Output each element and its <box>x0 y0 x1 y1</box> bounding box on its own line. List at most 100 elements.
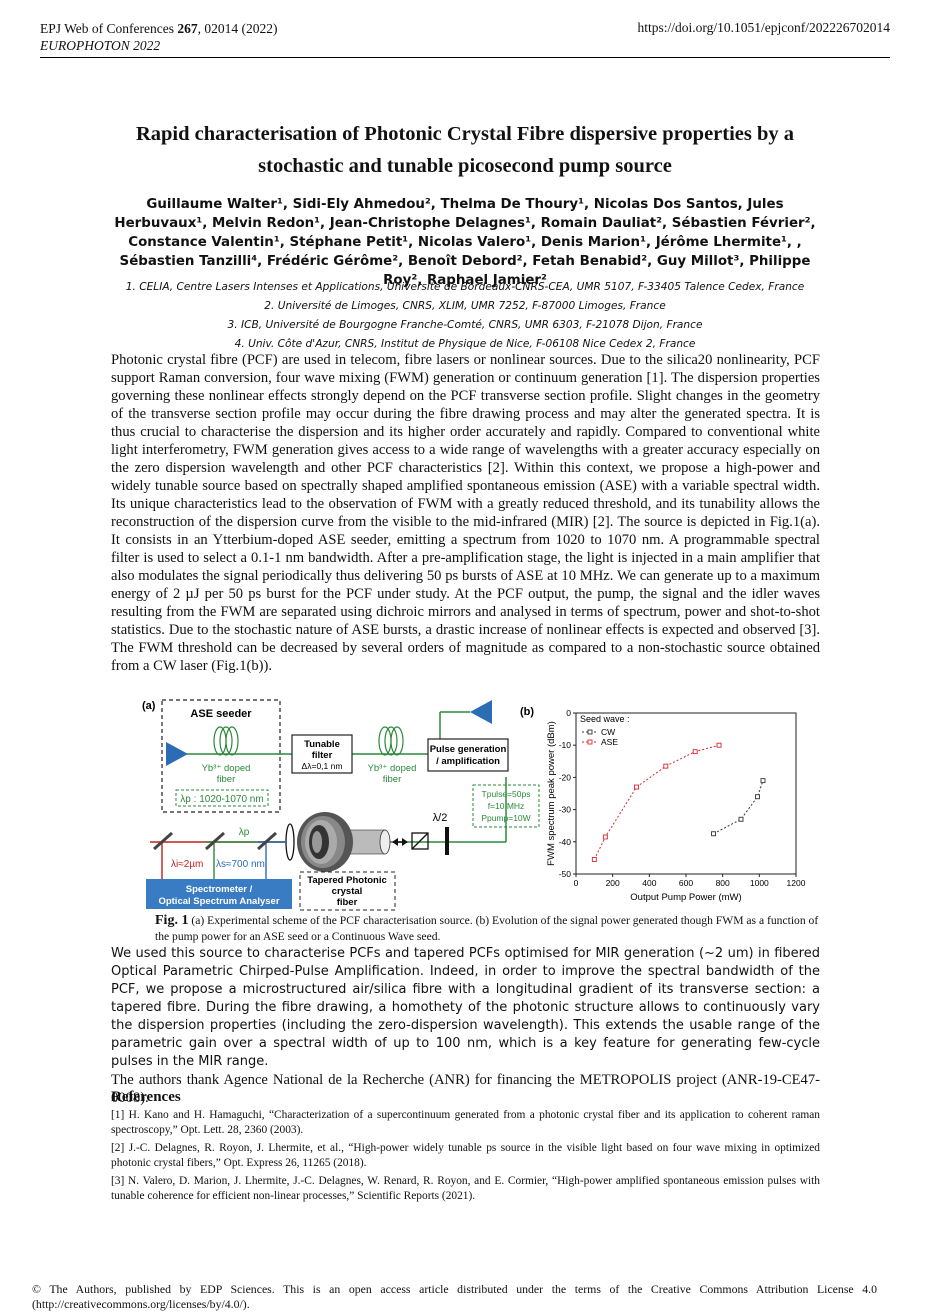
affiliation-3: 3. ICB, Université de Bourgogne Franche-… <box>227 319 703 331</box>
spectrometer-line1: Spectrometer / <box>186 884 253 895</box>
pulse-rate-label: f=10 MHz <box>488 801 525 811</box>
figure-caption: Fig. 1 (a) Experimental scheme of the PC… <box>155 913 820 945</box>
yb-fiber-1-line1: Yb³⁺ doped <box>202 763 251 774</box>
pulse-generation-box <box>427 738 509 772</box>
lambda-i-label: λi≈2µm <box>171 859 203 870</box>
y-tick-label: -30 <box>559 805 572 815</box>
reference-2: [2] J.-C. Delagnes, R. Royon, J. Lhermit… <box>111 1142 820 1169</box>
x-tick-label: 200 <box>606 878 620 888</box>
filter-bandwidth-label: Δλ=0,1 nm <box>302 761 343 771</box>
legend-marker-cw <box>587 729 593 735</box>
data-point-ase <box>716 742 722 748</box>
x-tick-label: 1200 <box>787 878 806 888</box>
series-line-cw <box>713 780 764 835</box>
data-point-ase <box>591 857 597 862</box>
legend-title: Seed wave : <box>580 714 630 724</box>
reference-1: [1] H. Kano and H. Hamaguchi, “Character… <box>111 1109 820 1136</box>
data-point-ase <box>663 763 669 769</box>
spectrometer-box <box>146 879 292 909</box>
half-wave-label: λ/2 <box>433 812 448 824</box>
references-list: [1] H. Kano and H. Hamaguchi, “Character… <box>111 1108 820 1207</box>
ase-seeder-label: ASE seeder <box>190 708 252 720</box>
data-point-cw <box>760 778 766 784</box>
lens-icon <box>285 823 295 861</box>
yb-fiber-2-line2: fiber <box>383 774 401 785</box>
tapered-pcf-line2: crystal <box>332 886 363 897</box>
legend-entry-ase: ASE <box>601 737 618 747</box>
conference-name: EUROPHOTON 2022 <box>40 38 161 53</box>
fiber-coil-2-icon <box>378 726 404 756</box>
pump-diode-2-icon <box>470 700 492 724</box>
header-rule <box>40 57 890 58</box>
half-wave-plate-icon <box>445 827 449 855</box>
x-tick-label: 400 <box>642 878 656 888</box>
data-point-cw <box>755 794 760 800</box>
figure-1: (a) ASE seeder Yb³⁺ doped fiber λp : 102… <box>142 699 806 911</box>
running-header: EPJ Web of Conferences 267, 02014 (2022)… <box>40 20 278 54</box>
dichroic-mirror-3-icon <box>257 831 277 851</box>
series-line-ase <box>593 744 720 860</box>
figure-caption-text: (a) Experimental scheme of the PCF chara… <box>155 914 819 943</box>
body-paragraph-2: We used this source to characterise PCFs… <box>111 946 820 1069</box>
beam-arrow-left-icon <box>392 838 398 846</box>
dichroic-mirror-2-icon <box>205 831 225 851</box>
polarizer-icon <box>411 832 429 850</box>
x-tick-label: 0 <box>574 878 579 888</box>
y-tick-label: -40 <box>559 837 572 847</box>
tapered-pcf-line1: Tapered Photonic <box>307 875 387 886</box>
x-axis-label: Output Pump Power (mW) <box>630 892 741 903</box>
x-tick-label: 800 <box>716 878 730 888</box>
affiliation-1: 1. CELIA, Centre Lasers Intenses et Appl… <box>125 281 805 293</box>
fiber-coil-1-icon <box>213 726 239 756</box>
panel-a-label: (a) <box>142 700 156 712</box>
pulse-generation-line1: Pulse generation <box>430 744 507 755</box>
schematic-panel-a: (a) ASE seeder Yb³⁺ doped fiber λp : 102… <box>142 699 540 911</box>
tunable-filter-line2: filter <box>312 750 333 761</box>
affiliation-2: 2. Université de Limoges, CNRS, XLIM, UM… <box>264 300 666 312</box>
journal-citation: EPJ Web of Conferences 267, 02014 (2022) <box>40 21 278 36</box>
data-point-ase <box>602 834 608 840</box>
reference-3: [3] N. Valero, D. Marion, J. Lhermite, J… <box>111 1175 820 1202</box>
pulse-params-box <box>472 784 540 828</box>
legend-marker-ase <box>587 739 593 745</box>
tunable-filter-box <box>291 734 353 774</box>
lambda-range-box <box>175 789 269 807</box>
ase-seeder-box <box>161 699 281 813</box>
x-tick-label: 1000 <box>750 878 769 888</box>
pump-diode-icon <box>166 742 188 766</box>
data-point-cw <box>711 831 716 837</box>
x-tick-label: 600 <box>679 878 693 888</box>
body-section-2: We used this source to characterise PCFs… <box>111 945 820 1107</box>
y-axis-label: FWM spectrum peak power (dBm) <box>546 721 557 866</box>
yb-fiber-2-line1: Yb³⁺ doped <box>368 763 417 774</box>
y-tick-label: -20 <box>559 772 572 782</box>
y-tick-label: -50 <box>559 869 572 879</box>
lambda-s-label: λs≈700 nm <box>216 859 265 870</box>
legend-entry-cw: CW <box>601 727 615 737</box>
figure-caption-label: Fig. 1 <box>155 913 189 928</box>
tapered-pcf-label-box <box>299 871 396 911</box>
tapered-pcf-icon <box>297 812 391 872</box>
lambda-p-label: λp <box>239 827 250 838</box>
license-footer: © The Authors, published by EDP Sciences… <box>32 1282 877 1311</box>
beam-arrow-right-icon <box>402 838 408 846</box>
tapered-pcf-line3: fiber <box>337 897 358 908</box>
tunable-filter-line1: Tunable <box>304 739 340 750</box>
data-point-ase <box>692 749 698 755</box>
pulse-duration-label: Tpulse=50ps <box>482 789 531 799</box>
affiliation-4: 4. Univ. Côte d'Azur, CNRS, Institut de … <box>234 338 696 350</box>
pulse-generation-line2: / amplification <box>436 756 500 767</box>
dichroic-mirror-1-icon <box>153 831 173 851</box>
affiliations: 1. CELIA, Centre Lasers Intenses et Appl… <box>110 278 820 354</box>
lambda-range-label: λp : 1020-1070 nm <box>180 794 263 805</box>
yb-fiber-1-line2: fiber <box>217 774 235 785</box>
panel-b-label: (b) <box>520 706 534 718</box>
data-point-ase <box>634 784 639 790</box>
acknowledgement: The authors thank Agence National de la … <box>111 1072 820 1106</box>
paper-title: Rapid characterisation of Photonic Cryst… <box>135 123 795 177</box>
doi-link[interactable]: https://doi.org/10.1051/epjconf/20222670… <box>637 20 891 35</box>
data-point-cw <box>738 816 744 822</box>
